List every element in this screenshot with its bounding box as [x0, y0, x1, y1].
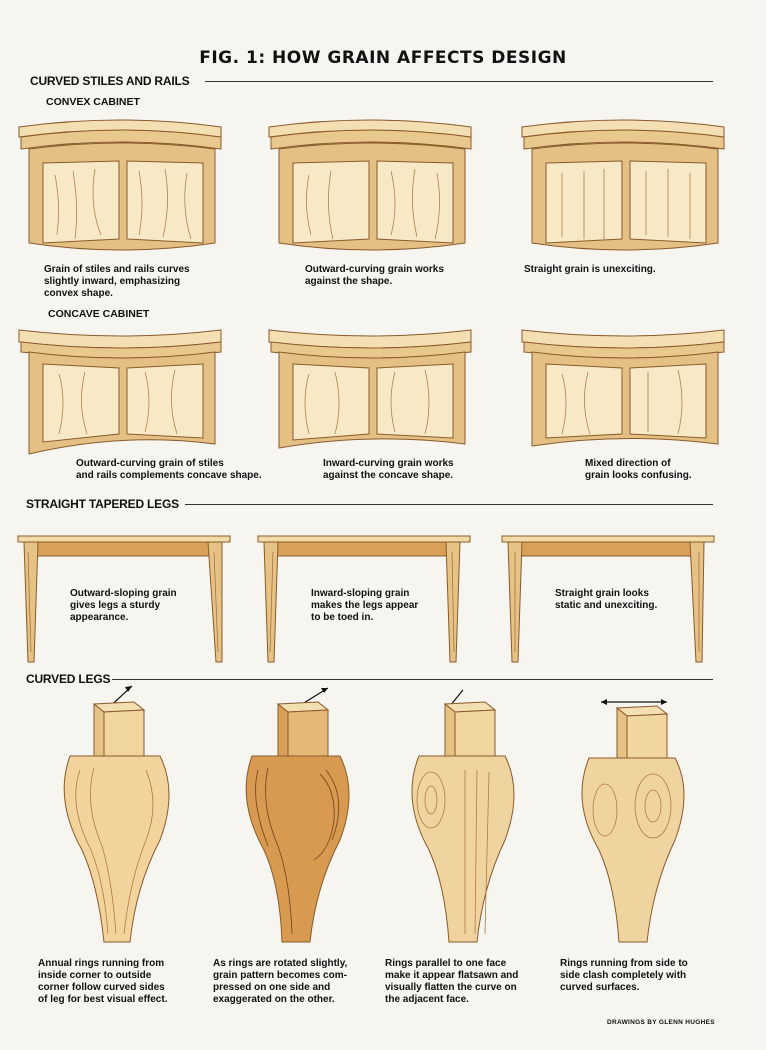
convex-cabinet-illustration-3 — [521, 119, 725, 251]
curved-leg-illustration-2 — [245, 687, 350, 943]
curved-leg-illustration-3 — [411, 689, 515, 943]
section-rule — [205, 81, 713, 82]
caption-convex-2: Outward-curving grain works against the … — [305, 264, 444, 287]
caption-curved-leg-4: Rings running from side to side clash co… — [560, 958, 688, 993]
tapered-legs-illustration-2 — [257, 535, 471, 663]
section-heading-tapered-legs: STRAIGHT TAPERED LEGS — [26, 497, 179, 511]
caption-tapered-2: Inward-sloping grain makes the legs appe… — [311, 588, 419, 623]
curved-leg-illustration-4 — [581, 699, 685, 943]
caption-curved-leg-3: Rings parallel to one face make it appea… — [385, 958, 519, 1005]
caption-concave-1: Outward-curving grain of stiles and rail… — [76, 458, 262, 481]
caption-concave-2: Inward-curving grain works against the c… — [323, 458, 454, 481]
section-rule — [185, 504, 713, 505]
caption-concave-3: Mixed direction of grain looks confusing… — [585, 458, 692, 481]
tapered-legs-illustration-3 — [501, 535, 715, 663]
caption-convex-3: Straight grain is unexciting. — [524, 264, 656, 275]
section-heading-curved-legs: CURVED LEGS — [26, 672, 111, 686]
subheading-concave-cabinet: CONCAVE CABINET — [48, 308, 150, 320]
convex-cabinet-illustration-1 — [18, 119, 222, 251]
drawing-credit: DRAWINGS BY GLENN HUGHES — [607, 1019, 715, 1026]
concave-cabinet-illustration-2 — [268, 329, 472, 449]
subheading-convex-cabinet: CONVEX CABINET — [46, 96, 140, 108]
concave-cabinet-illustration-3 — [521, 329, 725, 447]
convex-cabinet-illustration-2 — [268, 119, 472, 251]
caption-curved-leg-2: As rings are rotated slightly, grain pat… — [213, 958, 348, 1005]
curved-leg-illustration-1 — [63, 685, 170, 943]
concave-cabinet-illustration-1 — [18, 329, 222, 455]
tapered-legs-illustration-1 — [17, 535, 231, 663]
section-rule — [112, 679, 713, 680]
figure-title: FIG. 1: HOW GRAIN AFFECTS DESIGN — [199, 48, 567, 68]
caption-tapered-3: Straight grain looks static and unexciti… — [555, 588, 658, 611]
caption-convex-1: Grain of stiles and rails curves slightl… — [44, 264, 190, 299]
caption-curved-leg-1: Annual rings running from inside corner … — [38, 958, 168, 1005]
section-heading-curved-stiles: CURVED STILES AND RAILS — [30, 74, 190, 88]
caption-tapered-1: Outward-sloping grain gives legs a sturd… — [70, 588, 177, 623]
